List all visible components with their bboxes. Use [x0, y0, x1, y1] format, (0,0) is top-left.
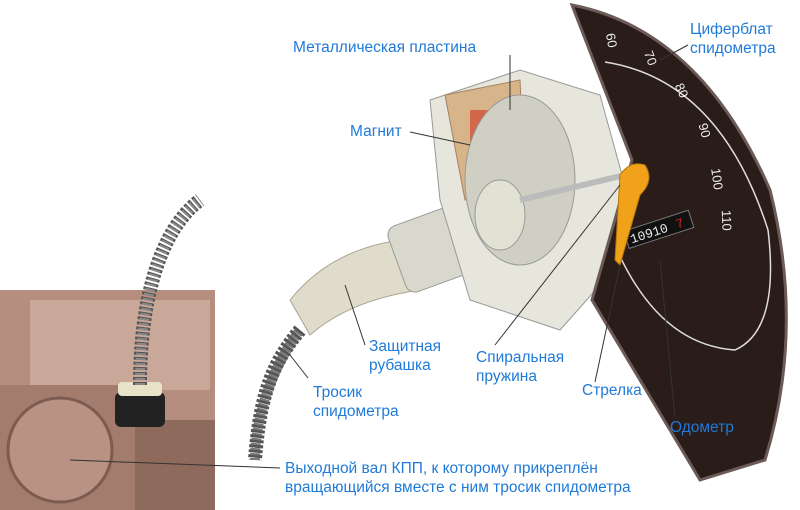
dial-number: 70 [641, 49, 660, 68]
leader-line [69, 459, 281, 469]
speedometer-dial [569, 3, 788, 482]
label-needle: Стрелка [582, 382, 642, 399]
spiral-spring [474, 179, 526, 251]
label-dial: Циферблат спидометра [690, 20, 776, 58]
leader-lines [69, 44, 689, 469]
label-line: спидометра [313, 403, 399, 420]
speedometer-cable-highlight [250, 327, 305, 461]
needle-shaft [519, 172, 626, 203]
dial-number: 60 [603, 32, 620, 49]
leader-line [659, 259, 676, 419]
leader-line [409, 131, 471, 146]
dial-number: 100 [708, 167, 726, 191]
label-line: пружина [476, 368, 537, 385]
leader-line [494, 184, 621, 346]
label-line: Выходной вал КПП, к которому прикреплён [285, 460, 598, 477]
label-line: Циферблат [690, 21, 773, 38]
leader-line [659, 44, 689, 61]
label-line: Спиральная [476, 349, 565, 366]
label-magnet: Магнит [350, 123, 402, 140]
label-output-shaft: Выходной вал КПП, к которому прикреплён … [285, 459, 631, 497]
needle [614, 163, 650, 266]
dial-scale-arc [604, 61, 772, 351]
label-line: вращающийся вместе с ним тросик спидомет… [285, 479, 631, 496]
gearbox-housing [0, 290, 215, 510]
label-odometer: Одометр [670, 419, 734, 436]
speedometer-cable-highlight [135, 196, 204, 386]
label-protective-jacket: Защитная рубашка [369, 337, 441, 375]
label-line: рубашка [369, 357, 431, 374]
label-line: Защитная [369, 338, 442, 355]
label-metal-plate: Металлическая пластина [293, 39, 477, 56]
label-cable: Тросик спидометра [313, 383, 399, 421]
dial-number: 80 [672, 81, 692, 100]
label-spiral-spring: Спиральная пружина [476, 348, 564, 386]
label-line: Тросик [313, 384, 363, 401]
dial-number: 110 [719, 210, 735, 231]
leader-line [344, 284, 366, 346]
speedometer-housing [429, 69, 641, 331]
leader-line [289, 354, 309, 379]
leader-line [594, 264, 621, 383]
dial-number: 90 [695, 121, 713, 139]
label-line: спидометра [690, 40, 776, 57]
